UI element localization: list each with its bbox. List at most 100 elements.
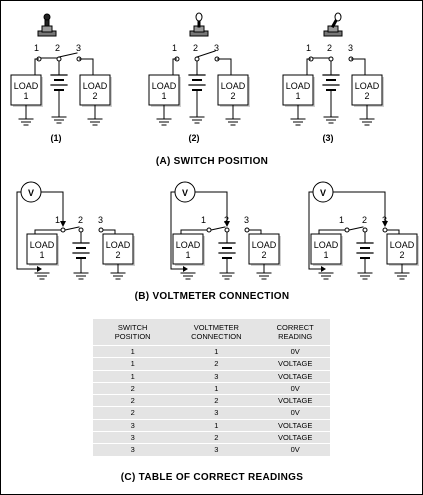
load-number: 1 [185, 250, 190, 260]
load-1-box [26, 233, 58, 265]
voltmeter-lead [41, 191, 64, 226]
table-cell: 1 [93, 369, 173, 383]
voltmeter-label: V [182, 188, 188, 198]
load-number: 1 [161, 91, 166, 101]
load-number: 1 [23, 91, 28, 101]
load-number: 2 [92, 91, 97, 101]
terminal-label: 2 [327, 43, 332, 53]
terminal-label: 3 [214, 43, 219, 53]
probe-arrow [382, 221, 388, 227]
wire [306, 58, 311, 75]
header-voltmeter-connection: VOLTMETER CONNECTION [172, 319, 261, 346]
table-cell: 0V [260, 381, 330, 395]
terminal-contact [382, 227, 388, 233]
load-number: 2 [261, 250, 266, 260]
terminal-contact [344, 227, 350, 233]
load-number: 2 [230, 91, 235, 101]
terminal-contact [224, 227, 230, 233]
table-cell: 2 [93, 406, 173, 420]
load-label: LOAD [30, 240, 55, 250]
table-cell: 2 [172, 357, 261, 371]
position-label: (2) [189, 133, 200, 143]
table-cell: VOLTAGE [260, 369, 330, 383]
table-cell: VOLTAGE [260, 418, 330, 432]
load-1-box [282, 74, 314, 106]
table-cell: 3 [93, 418, 173, 432]
terminal-contact [78, 227, 84, 233]
table-cell: 1 [172, 418, 261, 432]
terminal-label: 2 [78, 215, 83, 225]
panel-c-caption: (C) TABLE OF CORRECT READINGS [121, 472, 303, 483]
terminal-label: 1 [172, 43, 177, 53]
terminal-label: 1 [34, 43, 39, 53]
terminal-label: 2 [224, 215, 229, 225]
table-cell: 1 [172, 344, 261, 358]
table-cell: 1 [172, 381, 261, 395]
table-cell: VOLTAGE [260, 394, 330, 407]
voltmeter-lead [195, 191, 228, 226]
wire [172, 58, 177, 75]
voltmeter-lead [170, 191, 187, 270]
table-cell: 2 [172, 394, 261, 407]
terminal-label: 2 [193, 43, 198, 53]
table-header-row: SWITCH POSITION VOLTMETER CONNECTION COR… [93, 319, 330, 346]
table-cell: 0V [260, 443, 330, 456]
header-switch-position: SWITCH POSITION [93, 319, 173, 346]
correct-readings-table: SWITCH POSITION VOLTMETER CONNECTION COR… [93, 319, 330, 456]
terminal-contact [362, 227, 368, 233]
load-1-box [10, 74, 42, 106]
terminal-label: 3 [98, 215, 103, 225]
load-2-box [79, 74, 111, 106]
load-label: LOAD [221, 81, 246, 91]
load-label: LOAD [176, 240, 201, 250]
load-1-box [172, 233, 204, 265]
header-correct-reading: CORRECT READING [260, 319, 330, 346]
toggle-knob [334, 12, 342, 22]
load-label: LOAD [390, 240, 415, 250]
terminal-label: 1 [201, 215, 206, 225]
terminal-contact [328, 56, 334, 62]
load-label: LOAD [314, 240, 339, 250]
header-line: CONNECTION [191, 332, 242, 341]
terminal-label: 1 [339, 215, 344, 225]
load-number: 1 [39, 250, 44, 260]
table-cell: 0V [260, 344, 330, 358]
load-number: 2 [115, 250, 120, 260]
terminal-label: 3 [382, 215, 387, 225]
table-cell: VOLTAGE [260, 431, 330, 444]
toggle-knob [195, 12, 203, 22]
load-2-box [351, 74, 383, 106]
table-cell: VOLTAGE [260, 357, 330, 371]
switch-blade [58, 52, 78, 58]
load-number: 1 [295, 91, 300, 101]
load-label: LOAD [106, 240, 131, 250]
voltmeter-label: V [320, 188, 326, 198]
table-cell: 0V [260, 406, 330, 420]
voltmeter-lead [16, 191, 41, 270]
wire [387, 229, 400, 234]
load-label: LOAD [286, 81, 311, 91]
table-cell: 2 [93, 381, 173, 395]
load-2-box [386, 233, 418, 265]
load-label: LOAD [152, 81, 177, 91]
terminal-label: 3 [244, 215, 249, 225]
toggle-collar [41, 25, 53, 33]
load-2-box [102, 233, 134, 265]
probe-arrow [37, 266, 42, 272]
wire [79, 58, 94, 75]
header-line: SWITCH [117, 323, 148, 332]
load-label: LOAD [355, 81, 380, 91]
table-cell: 3 [93, 443, 173, 456]
switch-blade [196, 50, 216, 58]
terminal-contact [206, 227, 212, 233]
terminal-contact [98, 227, 104, 233]
